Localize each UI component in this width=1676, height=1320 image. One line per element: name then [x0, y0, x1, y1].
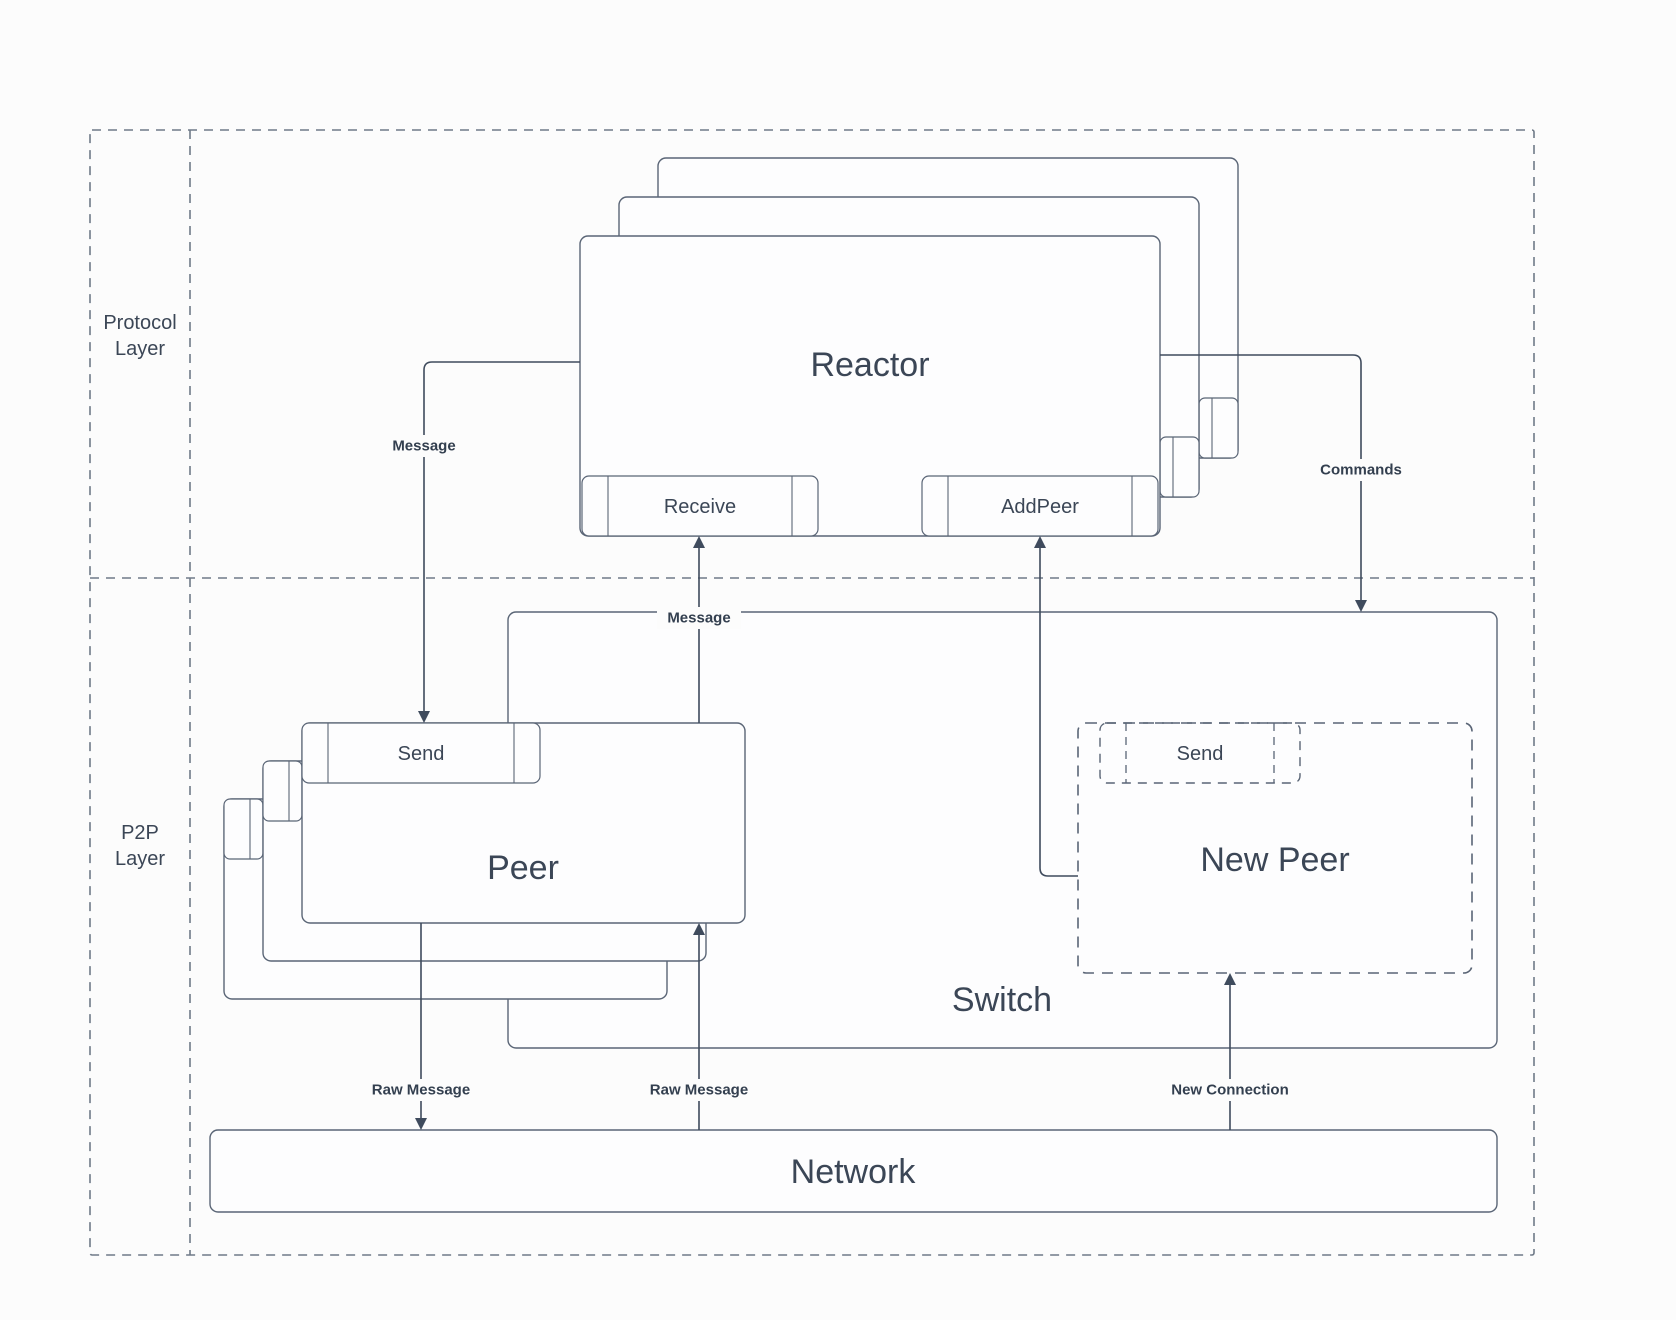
protocol-layer-label-line2: Layer — [115, 338, 165, 360]
message-to-reactor-label: Message — [667, 610, 730, 627]
raw-message-in-label: Raw Message — [650, 1082, 748, 1099]
reactor-label: Reactor — [810, 346, 929, 384]
raw-message-in-label-bg — [643, 1079, 755, 1101]
send-port: Send — [301, 722, 541, 784]
message-to-peer-label-bg — [382, 435, 466, 457]
raw-message-out-label-bg — [365, 1079, 477, 1101]
message-to-peer-label: Message — [392, 438, 455, 455]
edge-raw-message-out: Raw Message — [365, 923, 477, 1130]
protocol-layer-label-line1: Protocol — [103, 312, 176, 334]
peer-stack-tab-back — [223, 798, 264, 860]
send-port-label: Send — [398, 743, 445, 765]
peer-label: Peer — [487, 849, 559, 887]
reactor-stack-tab-back — [1198, 397, 1239, 459]
edge-addpeer-link — [1034, 536, 1078, 877]
raw-message-out-label: Raw Message — [372, 1082, 470, 1099]
raw-message-out-arrowhead — [415, 1118, 427, 1130]
p2p-layer-label-line2: Layer — [115, 848, 165, 870]
addpeer-port-label: AddPeer — [1001, 496, 1079, 518]
edge-commands: Commands — [1160, 354, 1409, 612]
new-connection-label-bg — [1163, 1079, 1297, 1101]
new-peer-label: New Peer — [1200, 841, 1349, 879]
p2p-layer-label-line1: P2P — [121, 822, 159, 844]
edge-message-to-reactor: Message — [657, 536, 741, 723]
new-peer-send-port: Send — [1099, 722, 1301, 784]
new-peer-send-label: Send — [1177, 743, 1224, 765]
new-connection-arrowhead — [1224, 973, 1236, 985]
protocol-layer-label: Protocol Layer — [103, 312, 176, 360]
reactor-box — [579, 235, 1161, 537]
edge-new-connection: New Connection — [1163, 973, 1297, 1130]
receive-port-label: Receive — [664, 496, 736, 518]
reactor-stack-tab-middle — [1159, 436, 1200, 498]
peer-stack-tab-middle — [262, 760, 303, 822]
message-to-peer-arrowhead — [418, 711, 430, 723]
message-to-reactor-arrowhead — [693, 536, 705, 548]
message-to-reactor-label-bg — [657, 607, 741, 629]
outer-boundary — [89, 129, 1535, 1256]
commands-arrowhead — [1355, 600, 1367, 612]
network-label: Network — [791, 1153, 917, 1191]
new-connection-label: New Connection — [1171, 1082, 1289, 1099]
new-peer-box — [1077, 722, 1473, 974]
raw-message-in-arrowhead — [693, 923, 705, 935]
switch-label: Switch — [952, 981, 1052, 1019]
network-box — [209, 1129, 1498, 1213]
commands-label: Commands — [1320, 462, 1402, 479]
edge-message-to-peer: Message — [382, 361, 580, 723]
addpeer-port: AddPeer — [921, 475, 1159, 537]
receive-port: Receive — [581, 475, 819, 537]
edge-raw-message-in: Raw Message — [643, 923, 755, 1130]
commands-label-bg — [1313, 459, 1409, 481]
p2p-layer-label: P2P Layer — [115, 822, 165, 870]
addpeer-link-arrowhead — [1034, 536, 1046, 548]
